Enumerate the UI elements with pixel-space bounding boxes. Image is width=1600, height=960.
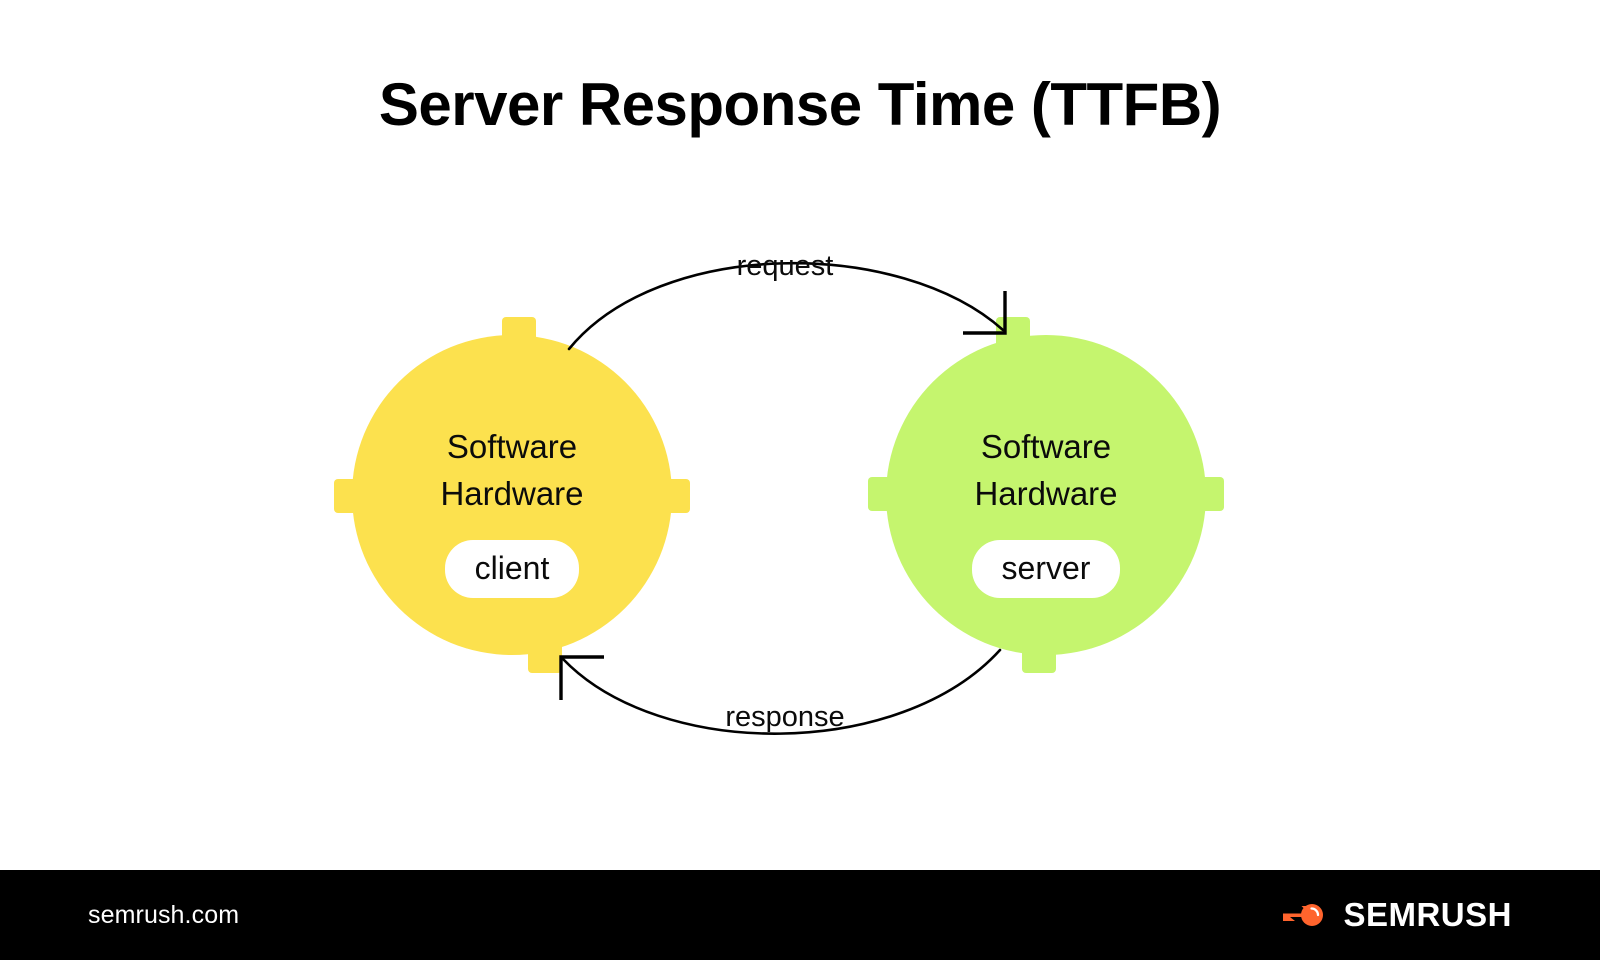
request-arrowhead-icon	[963, 291, 1007, 335]
footer-url: semrush.com	[88, 900, 240, 929]
edge-label-request: request	[736, 250, 834, 282]
client-circle-shape	[334, 317, 690, 673]
diagram-svg	[334, 261, 1224, 735]
node-client[interactable]	[334, 317, 690, 673]
semrush-comet-icon	[1283, 904, 1324, 926]
edge-response	[559, 648, 1002, 735]
diagram-area: Software Hardware client Software Hardwa…	[334, 250, 1224, 735]
page-title: Server Response Time (TTFB)	[378, 71, 1222, 138]
semrush-wordmark: SEMRUSH	[1343, 896, 1512, 933]
response-arc-line	[561, 648, 1002, 735]
server-circle-shape	[868, 317, 1224, 673]
semrush-logo: SEMRUSH	[1281, 896, 1512, 934]
footer-bar: semrush.com SEMRUSH	[0, 870, 1600, 960]
request-arc-line	[567, 261, 1005, 351]
response-arrowhead-icon	[559, 655, 604, 700]
edge-request	[567, 261, 1007, 351]
edge-label-response: response	[725, 701, 845, 733]
node-server[interactable]	[868, 317, 1224, 673]
